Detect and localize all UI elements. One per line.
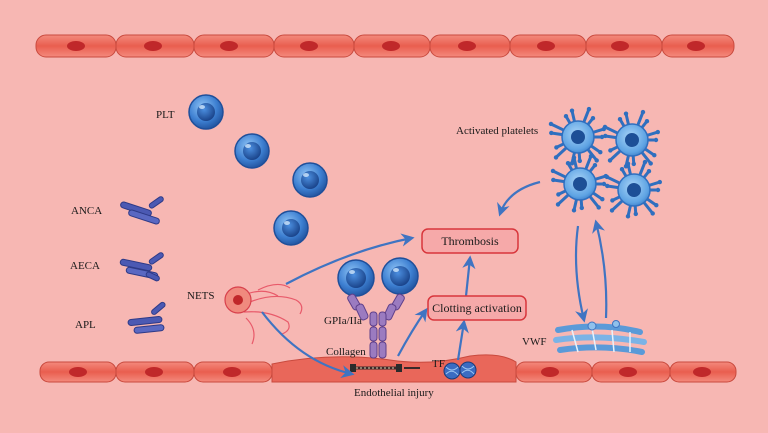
receptor-platelets (337, 257, 419, 297)
anca-label: ANCA (71, 205, 102, 217)
pathway-arrows (261, 180, 608, 379)
aeca-label: AECA (70, 260, 100, 272)
thrombosis-box: Thrombosis (421, 228, 519, 254)
gpia-iia-receptor-icon (347, 293, 405, 359)
tf-label: TF (432, 358, 445, 370)
vwf-icon (553, 320, 647, 355)
nets-label: NETS (187, 290, 215, 302)
activated-platelet-icon (550, 153, 609, 213)
tissue-factor-icon (443, 361, 477, 380)
arrow-tf-to-clotting (455, 319, 469, 361)
apl-label: APL (75, 319, 96, 331)
anca-antibody-icon (120, 196, 164, 225)
arrow-clotting-to-thrombosis (462, 255, 476, 297)
endothelial-injury-label: Endothelial injury (354, 387, 434, 399)
activated-platelet-icon (604, 159, 663, 219)
clotting-activation-label: Clotting activation (432, 301, 522, 315)
top-vessel-wall (35, 34, 735, 58)
platelet-icon (292, 162, 328, 198)
collagen-label: Collagen (326, 346, 366, 358)
activated-platelets-label: Activated platelets (456, 125, 538, 137)
gpia-iia-label: GPIa/IIa (324, 315, 362, 327)
thrombosis-label: Thrombosis (441, 234, 499, 248)
platelet-icon (381, 257, 419, 295)
platelet-icon (188, 94, 224, 130)
platelet-icon (234, 133, 270, 169)
activated-platelet-icon (548, 106, 607, 166)
activated-platelet-icon (602, 109, 661, 169)
apl-antibody-icon (127, 301, 166, 334)
arrow-vwf-to-activated (592, 219, 608, 319)
plt-label: PLT (156, 109, 175, 121)
clotting-activation-box: Clotting activation (427, 295, 527, 321)
arrow-nets-to-thrombosis (285, 233, 415, 285)
nets-neutrophil-icon (224, 283, 303, 345)
arrow-activated-to-thrombosis (497, 180, 541, 217)
aeca-antibody-icon (119, 252, 164, 282)
resting-platelets (188, 94, 328, 246)
activated-platelets-cluster (548, 106, 663, 219)
arrow-nets-to-endothelium (261, 311, 355, 379)
platelet-icon (273, 210, 309, 246)
arrow-collagen-to-clotting (397, 307, 428, 357)
platelet-icon (337, 259, 375, 297)
vwf-label: VWF (522, 336, 546, 348)
arrow-activated-to-vwf (574, 225, 588, 323)
